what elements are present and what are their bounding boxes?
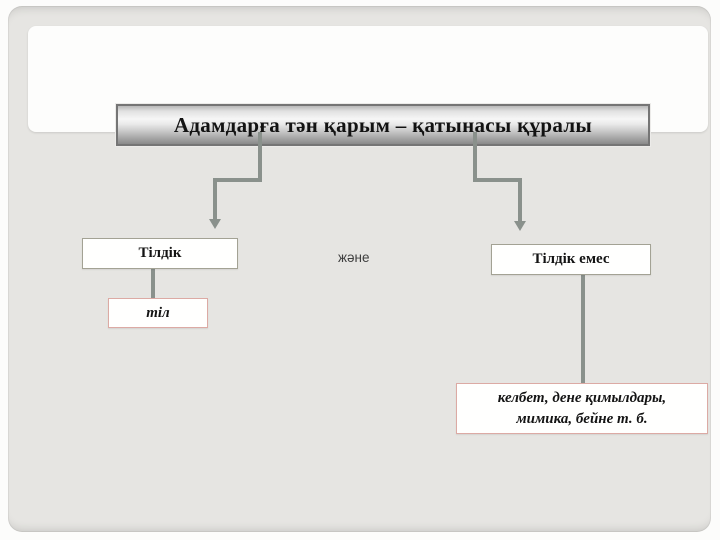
arrow-down-icon (209, 219, 221, 229)
connector-tildikemes-to-kelbet (581, 273, 585, 383)
node-tildik-label: Тілдік (138, 245, 182, 261)
slide-background: Адамдарға тән қарым – қатынасы құралы Ті… (8, 6, 711, 532)
arrow-down-icon (514, 221, 526, 231)
node-til-label: тіл (146, 304, 170, 321)
node-kelbet-label-line2: мимика, бейне т. б. (516, 410, 648, 427)
diagram-title-box: Адамдарға тән қарым – қатынасы құралы (116, 104, 650, 146)
connector-left-vertical-2 (213, 178, 217, 220)
connector-tildik-to-til (151, 267, 155, 299)
connector-left-horizontal (213, 178, 262, 182)
node-tildik: Тілдік (82, 238, 238, 269)
node-kelbet: келбет, дене қимылдары, мимика, бейне т.… (456, 383, 708, 434)
conjunction-label: және (338, 250, 370, 265)
diagram-title: Адамдарға тән қарым – қатынасы құралы (173, 112, 593, 137)
node-tildik-emes-label: Тілдік емес (532, 251, 610, 267)
title-panel: Адамдарға тән қарым – қатынасы құралы (28, 26, 708, 146)
node-til: тіл (108, 298, 208, 328)
connector-right-vertical-1 (473, 132, 477, 180)
node-tildik-emes: Тілдік емес (491, 244, 651, 275)
connector-right-horizontal (473, 178, 522, 182)
connector-left-vertical-1 (258, 132, 262, 180)
node-kelbet-label-line1: келбет, дене қимылдары, (497, 389, 667, 406)
connector-right-vertical-2 (518, 178, 522, 222)
